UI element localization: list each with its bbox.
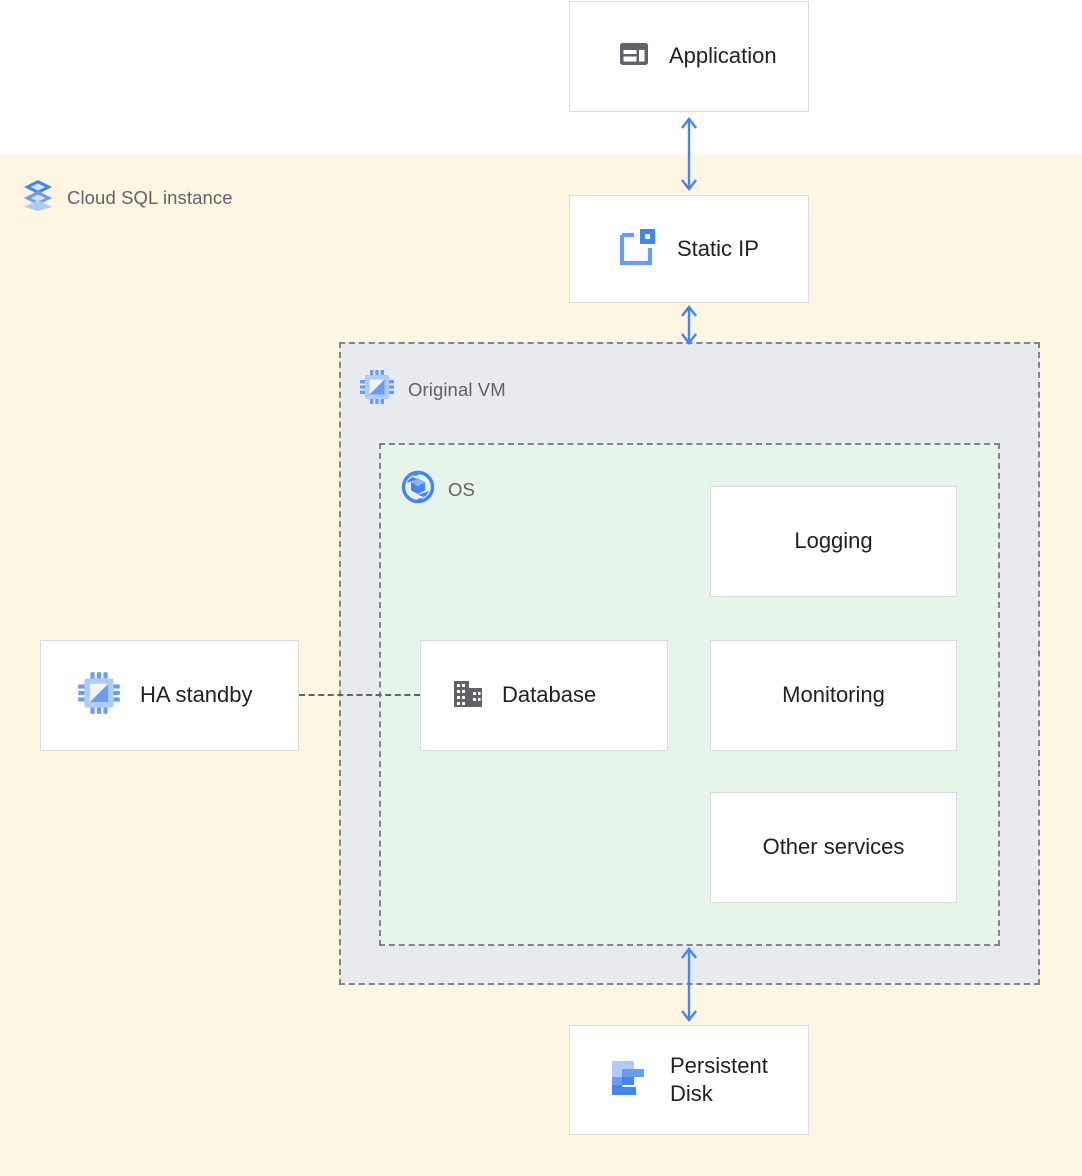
node-database-label: Database	[502, 682, 597, 708]
connector-static-ip-vm	[674, 303, 704, 347]
node-application-label: Application	[669, 43, 777, 69]
cpu-chip-icon	[359, 369, 395, 410]
node-monitoring[interactable]: Monitoring	[710, 640, 957, 751]
application-window-icon	[618, 38, 650, 75]
database-building-icon	[451, 676, 485, 715]
node-other-services-label: Other services	[762, 834, 905, 860]
node-static-ip[interactable]: Static IP	[569, 195, 809, 303]
node-persistent-disk-label-line2: Disk	[670, 1081, 713, 1106]
node-persistent-disk-label: Persistent Disk	[670, 1052, 768, 1107]
connector-os-persistent-disk	[674, 944, 704, 1026]
cpu-chip-icon	[77, 671, 121, 720]
original-vm-label-text: Original VM	[408, 378, 506, 400]
cloud-sql-layers-icon	[22, 178, 54, 217]
connector-ha-standby-database	[299, 694, 420, 696]
connector-application-static-ip	[674, 112, 704, 196]
os-label-text: OS	[448, 478, 475, 500]
node-monitoring-label: Monitoring	[782, 682, 885, 708]
node-database[interactable]: Database	[420, 640, 668, 751]
original-vm-label: Original VM	[359, 369, 506, 410]
node-persistent-disk[interactable]: Persistent Disk	[569, 1025, 809, 1135]
node-static-ip-label: Static IP	[677, 235, 759, 261]
cloud-sql-instance-label-text: Cloud SQL instance	[67, 186, 233, 208]
persistent-disk-icon	[610, 1058, 648, 1103]
node-ha-standby[interactable]: HA standby	[40, 640, 299, 751]
os-label: OS	[401, 470, 475, 509]
node-other-services[interactable]: Other services	[710, 792, 957, 903]
node-persistent-disk-label-line1: Persistent	[670, 1053, 768, 1079]
static-ip-icon	[618, 227, 658, 272]
os-image-icon	[401, 470, 435, 509]
node-logging[interactable]: Logging	[710, 486, 957, 597]
node-logging-label: Logging	[794, 528, 873, 554]
cloud-sql-instance-label: Cloud SQL instance	[22, 178, 233, 217]
node-ha-standby-label: HA standby	[140, 682, 253, 708]
node-application[interactable]: Application	[569, 1, 809, 112]
